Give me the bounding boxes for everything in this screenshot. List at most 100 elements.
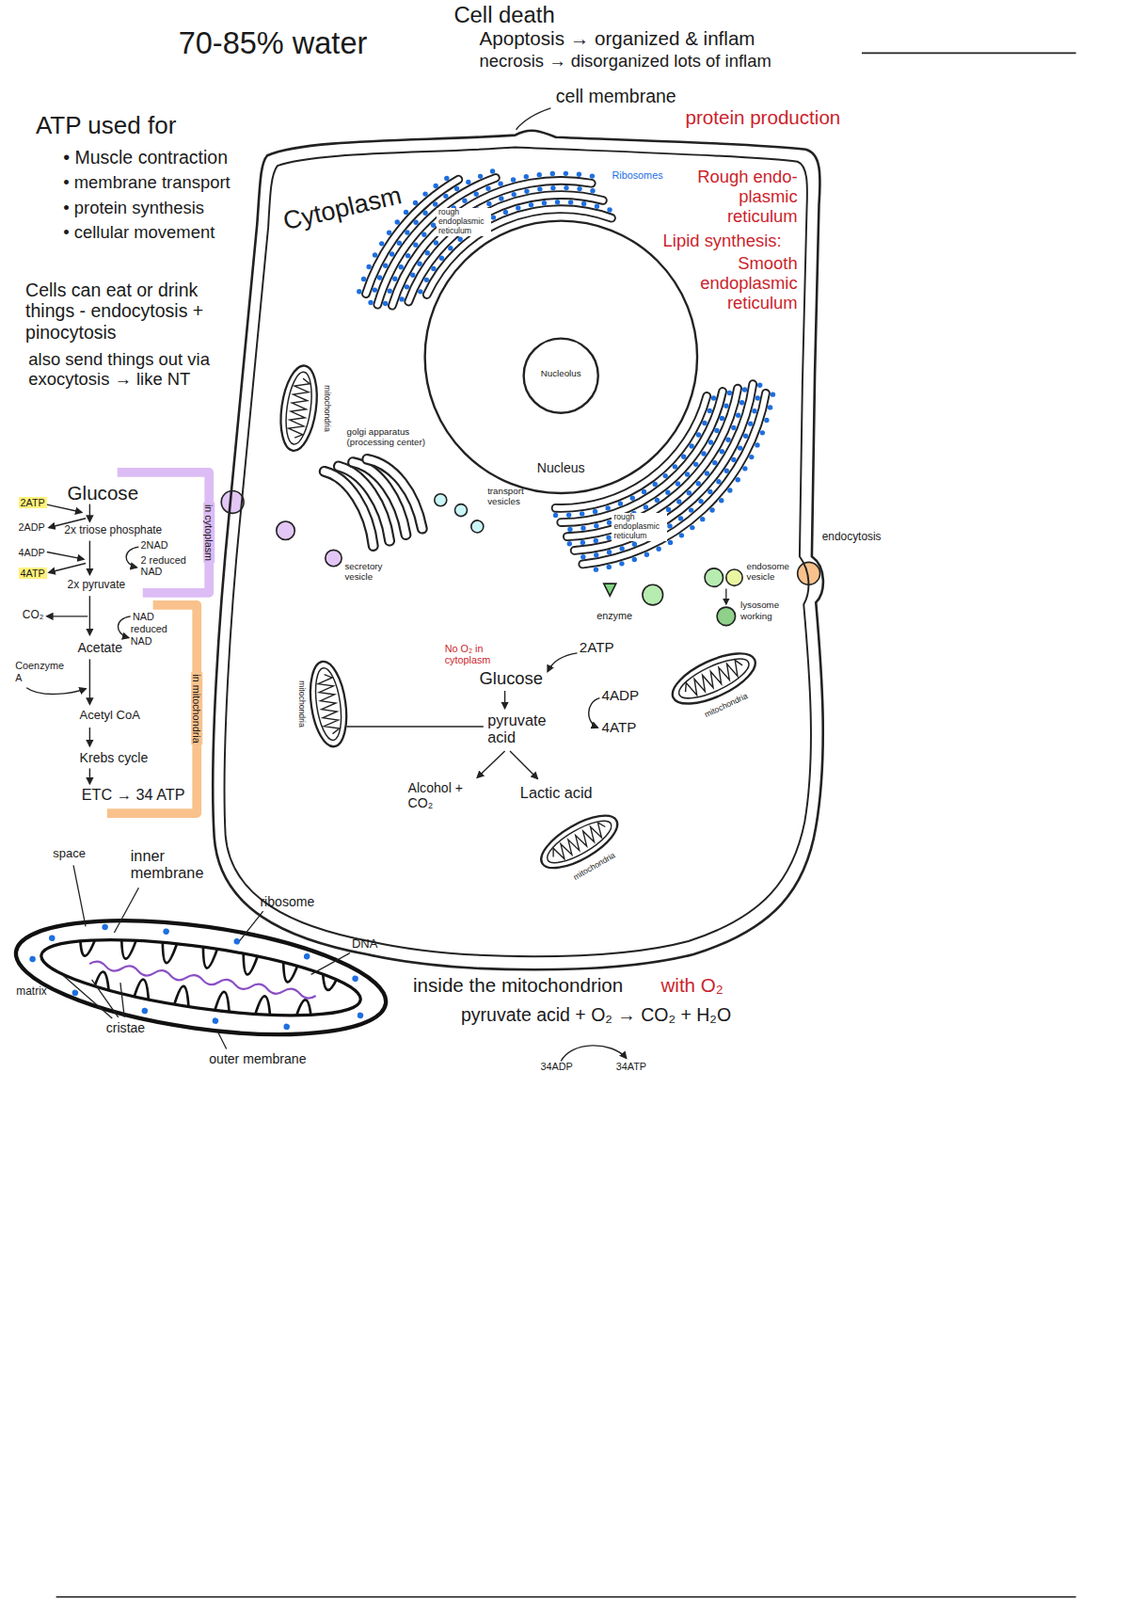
equation: 34ADP xyxy=(540,1060,573,1072)
part-label: rough endoplasmic reticulum xyxy=(436,207,492,237)
pathway-step: pyruvate acid xyxy=(487,711,556,747)
nucleus-circle: Nucleus Nucleolus xyxy=(423,219,700,495)
vesicle xyxy=(604,583,617,596)
equation-note: with O₂ xyxy=(660,973,723,997)
mitochondrion-detail xyxy=(9,900,394,1054)
flow-arrow xyxy=(26,504,139,784)
vesicle xyxy=(325,549,342,566)
leader-line xyxy=(73,864,86,926)
vesicle xyxy=(454,504,467,517)
bullet-item: • Muscle contraction xyxy=(63,146,228,168)
nucleus-circle-shape xyxy=(423,219,700,495)
leader-line xyxy=(120,982,125,1018)
nucleus-circle-line xyxy=(424,221,697,493)
mitochondrion-detail xyxy=(48,934,56,941)
vesicle xyxy=(221,490,820,625)
function-note: Lipid synthesis: xyxy=(663,230,782,251)
mitochondrion-detail xyxy=(71,988,79,996)
mitochondrion-detail xyxy=(24,909,372,1044)
part-label: transport vesicles xyxy=(487,485,539,507)
flow-step: 2x pyruvate xyxy=(67,578,127,592)
bracket-label: in mitochondria xyxy=(190,672,203,746)
mitochondrion-detail xyxy=(89,959,318,999)
flow-arrow xyxy=(89,504,91,522)
part-label: mitochondria xyxy=(702,691,749,720)
flow-step: reduced NAD xyxy=(130,622,177,647)
pathway-note: No O₂ in cytoplasm xyxy=(445,642,496,667)
cell-membrane-inner xyxy=(224,146,811,956)
leader-line xyxy=(63,974,112,1018)
part-label: cristae xyxy=(106,1019,145,1035)
equation: 34ATP xyxy=(616,1060,647,1072)
function-note: Rough endo- plasmic reticulum xyxy=(672,166,797,227)
flow-step: ETC → 34 ATP xyxy=(81,785,186,804)
flow-step: NAD xyxy=(132,610,155,622)
pathway-arrow xyxy=(504,690,506,708)
arrow xyxy=(725,588,727,605)
flow-arrow xyxy=(45,504,82,513)
flow-arrow xyxy=(89,595,91,635)
flow-arrow xyxy=(126,546,139,568)
cell-membrane-outer xyxy=(212,129,824,970)
golgi-apparatus xyxy=(324,459,423,546)
part-label: matrix xyxy=(15,985,47,999)
flow-arrow xyxy=(89,767,91,783)
bullet-item: • protein synthesis xyxy=(63,197,205,218)
flow-step: Glucose xyxy=(67,481,140,505)
note-heading: ATP used for xyxy=(35,111,176,141)
endoplasmic-reticulum xyxy=(567,389,745,544)
flow-step: 2x triose phosphate xyxy=(63,524,162,538)
endoplasmic-reticulum xyxy=(560,391,723,523)
pathway-arrow xyxy=(509,750,538,779)
mitochondrion xyxy=(305,658,352,748)
endoplasmic-reticulum xyxy=(401,188,605,300)
mitochondrion-detail xyxy=(351,974,359,982)
leader-line xyxy=(92,979,119,1018)
vesicle xyxy=(716,606,736,626)
flow-step: Krebs cycle xyxy=(79,749,149,765)
note-heading: Cell death xyxy=(453,1,555,28)
flow-step: 4ADP xyxy=(18,546,46,558)
flow-step: CO₂ xyxy=(22,608,44,622)
mitochondrion-detail xyxy=(94,969,314,1023)
atp-arrow xyxy=(560,1045,626,1062)
flow-arrow xyxy=(89,727,91,747)
part-label: mitochondria xyxy=(572,851,618,883)
bullet-item: • cellular movement xyxy=(63,222,215,242)
bullet-item: • membrane transport xyxy=(63,172,230,192)
mitochondrion-detail xyxy=(78,929,338,991)
endoplasmic-reticulum xyxy=(560,393,730,530)
flow-arrow xyxy=(47,552,84,560)
note-text: necrosis → disorganized lots of inflam xyxy=(478,50,771,71)
part-label: mitochondria xyxy=(321,384,332,432)
vesicle xyxy=(276,521,296,541)
part-label: cell membrane xyxy=(556,85,677,107)
note-heading: 70-85% water xyxy=(178,26,368,62)
pathway-step: Glucose xyxy=(478,667,543,688)
leader-line xyxy=(516,108,552,130)
mitochondrion xyxy=(275,363,763,878)
part-label: endocytosis xyxy=(822,530,882,544)
part-label: outer membrane xyxy=(208,1050,306,1066)
part-label: Ribosomes xyxy=(611,169,663,181)
region-label: Nucleus xyxy=(423,460,700,476)
flow-step: Coenzyme A xyxy=(15,659,63,684)
pathway-arrow xyxy=(347,652,601,779)
part-label: inner membrane xyxy=(130,846,213,882)
mitochondrion-detail xyxy=(9,900,394,1054)
mitochondrion xyxy=(275,363,322,453)
part-label: rough endoplasmic reticulum xyxy=(611,512,667,541)
endoplasmic-reticulum xyxy=(574,384,761,557)
nucleolus-circle: Nucleolus xyxy=(522,336,600,414)
mitochondrion-detail xyxy=(141,1006,148,1014)
leader-line xyxy=(63,864,350,1049)
flow-step: Acetyl CoA xyxy=(79,708,141,723)
pathway-step: 2ATP xyxy=(579,638,615,655)
part-label: secretory vesicle xyxy=(344,560,392,582)
vesicle xyxy=(471,520,484,533)
pathway-arrow xyxy=(347,725,484,727)
vesicle xyxy=(704,568,724,588)
bracket-label: in cytoplasm xyxy=(203,502,215,563)
function-note: Smooth endoplasmic reticulum xyxy=(677,253,798,314)
